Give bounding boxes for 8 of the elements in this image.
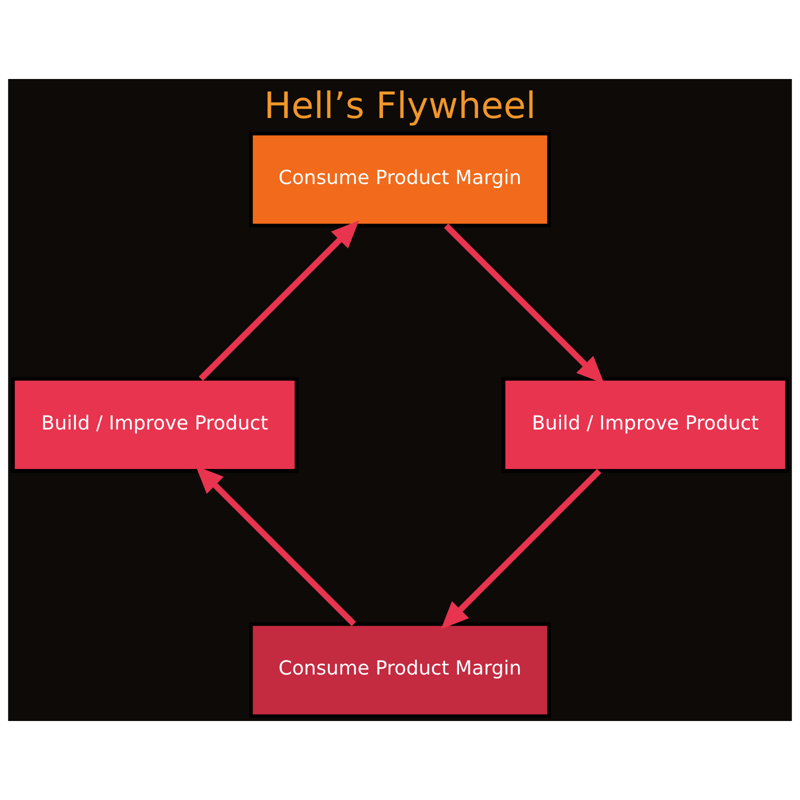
arrow [198,220,359,381]
node-box: Consume Product Margin [249,132,551,228]
arrow [441,468,602,630]
arrow [444,224,604,384]
diagram-title: Hell’s Flywheel [264,84,536,127]
node-box: Build / Improve Product [11,376,298,473]
node-box: Consume Product Margin [249,622,551,718]
node-box: Build / Improve Product [502,376,789,473]
